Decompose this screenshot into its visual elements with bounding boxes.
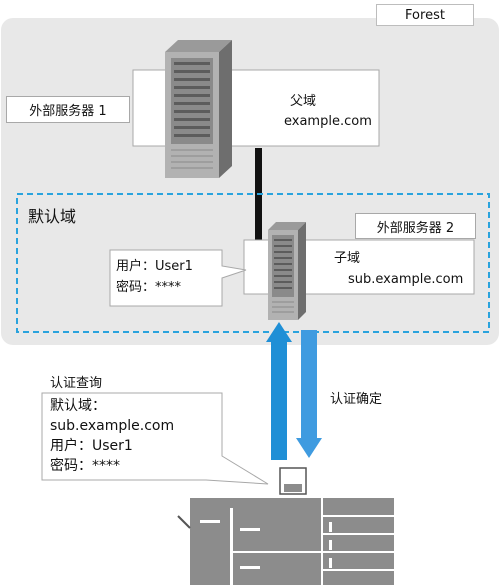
default-domain-boundary — [16, 193, 490, 333]
credentials-bubble — [109, 249, 247, 307]
auth-query-line-1: 默认域： — [50, 398, 106, 414]
query-bubble — [41, 392, 269, 485]
child-domain-text: 子域 sub.example.com — [334, 248, 463, 290]
external-server-1-label: 外部服务器 1 — [6, 96, 130, 123]
auth-confirm-arrow — [296, 330, 322, 458]
auth-query-line-3: 用户：User1 — [50, 438, 133, 454]
credentials-password: 密码：**** — [116, 280, 182, 295]
forest-area — [1, 18, 499, 345]
parent-domain-text: 父域 example.com — [278, 92, 372, 132]
auth-query-line-4: 密码：**** — [50, 458, 120, 474]
external-server-2-label: 外部服务器 2 — [355, 213, 476, 239]
child-server-icon — [268, 222, 306, 320]
forest-label: Forest — [376, 4, 474, 26]
auth-confirm-title: 认证确定 — [330, 392, 383, 407]
auth-query-title: 认证查询 — [50, 376, 103, 391]
credentials-user: 用户：User1 — [116, 259, 193, 274]
external-server-1-text: 外部服务器 1 — [29, 104, 107, 119]
child-domain-name: sub.example.com — [348, 272, 464, 287]
parent-server-icon — [165, 40, 232, 178]
parent-domain-title: 父域 — [290, 94, 317, 109]
default-domain-title: 默认域 — [28, 207, 77, 226]
auth-query-line-2: sub.example.com — [50, 418, 175, 434]
credentials-text: 用户：User1 密码：**** — [116, 256, 193, 298]
auth-query-text: 默认域： sub.example.com 用户：User1 密码：**** — [50, 396, 174, 476]
auth-query-arrow — [266, 322, 292, 460]
printer-device-icon — [177, 467, 394, 585]
child-domain-title: 子域 — [334, 251, 361, 266]
parent-domain-name: example.com — [284, 114, 372, 129]
external-server-2-text: 外部服务器 2 — [376, 220, 455, 236]
